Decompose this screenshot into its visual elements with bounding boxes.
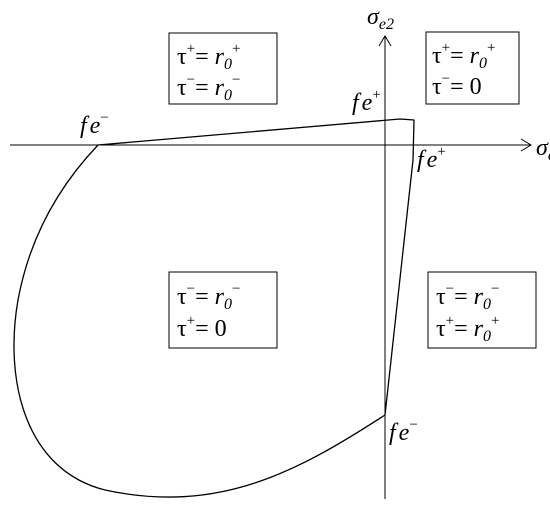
- region-bottom-right-line-2: τ+= r0+: [436, 313, 499, 345]
- region-box-bottom-left: [168, 271, 278, 349]
- y-axis-label: σe2: [367, 4, 394, 33]
- region-top-right-line-1: τ+= r0+: [432, 40, 495, 72]
- region-box-top-right: [425, 31, 520, 105]
- region-box-top-left: [168, 32, 278, 105]
- failure-surface-curve: [13, 118, 415, 498]
- region-top-left-line-2: τ−= r0−: [177, 72, 240, 104]
- region-bottom-left-line-1: τ−= r0−: [177, 281, 240, 313]
- region-top-right-line-2: τ−= 0: [432, 71, 482, 100]
- y-axis-arrowhead: [378, 35, 392, 47]
- region-bottom-left-line-2: τ+= 0: [177, 313, 227, 342]
- x-axis-label: σe1: [536, 135, 550, 164]
- x-axis-arrowhead: [520, 138, 532, 152]
- region-bottom-right-line-1: τ−= r0−: [436, 281, 499, 313]
- region-top-left-line-1: τ+= r0+: [177, 41, 240, 73]
- region-box-bottom-right: [427, 271, 537, 349]
